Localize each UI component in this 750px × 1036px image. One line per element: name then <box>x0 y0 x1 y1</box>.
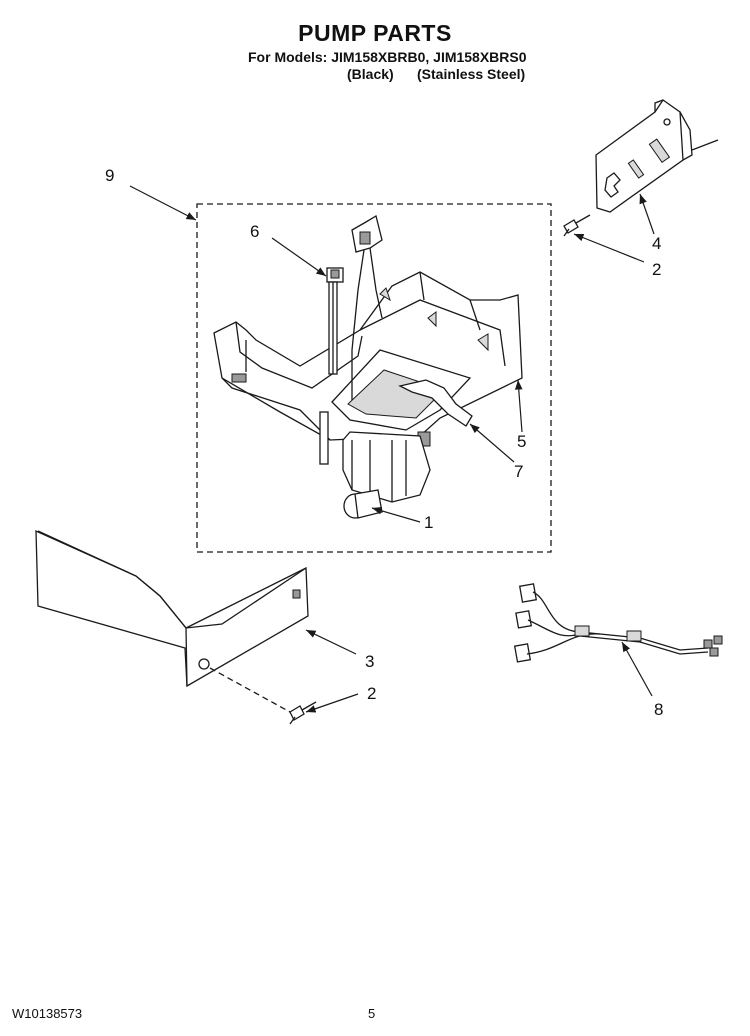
leader-1 <box>371 507 421 523</box>
pump-strap <box>398 379 473 427</box>
pump-housing <box>213 271 523 447</box>
callout-3: 3 <box>365 652 375 671</box>
callout-6: 6 <box>250 222 260 241</box>
pump-cover <box>35 529 309 688</box>
callout-8: 8 <box>654 700 664 719</box>
callout-2-upper: 2 <box>652 260 662 279</box>
pump-motor <box>342 431 431 519</box>
mounting-bracket <box>595 99 719 213</box>
callout-1: 1 <box>424 513 434 532</box>
document-number: W10138573 <box>12 1006 83 1021</box>
callout-2-lower: 2 <box>367 684 377 703</box>
leader-4 <box>639 193 655 235</box>
leader-6 <box>271 237 327 277</box>
leader-3 <box>305 629 357 655</box>
assembly-boundary <box>196 203 552 553</box>
page-number: 5 <box>368 1006 376 1021</box>
leader-2-lower <box>305 693 359 713</box>
callout-9: 9 <box>105 166 115 185</box>
screw-alignment-lower <box>209 667 291 713</box>
screw-lower <box>289 701 317 725</box>
leader-7 <box>469 423 515 463</box>
float-switch <box>319 267 344 465</box>
leader-8 <box>621 641 653 697</box>
model-variants: (Black) (Stainless Steel) <box>347 66 526 82</box>
leader-2-upper <box>573 233 645 263</box>
leader-9 <box>129 185 197 221</box>
pump-wire-connector <box>351 214 383 400</box>
callout-4: 4 <box>652 234 662 253</box>
model-numbers: For Models: JIM158XBRB0, JIM158XBRS0 <box>248 49 527 65</box>
page-title: PUMP PARTS <box>298 20 452 46</box>
leader-5 <box>514 379 523 433</box>
wire-harness <box>513 583 723 663</box>
callout-5: 5 <box>517 432 527 451</box>
screw-upper <box>563 214 591 237</box>
callout-7: 7 <box>514 462 524 481</box>
